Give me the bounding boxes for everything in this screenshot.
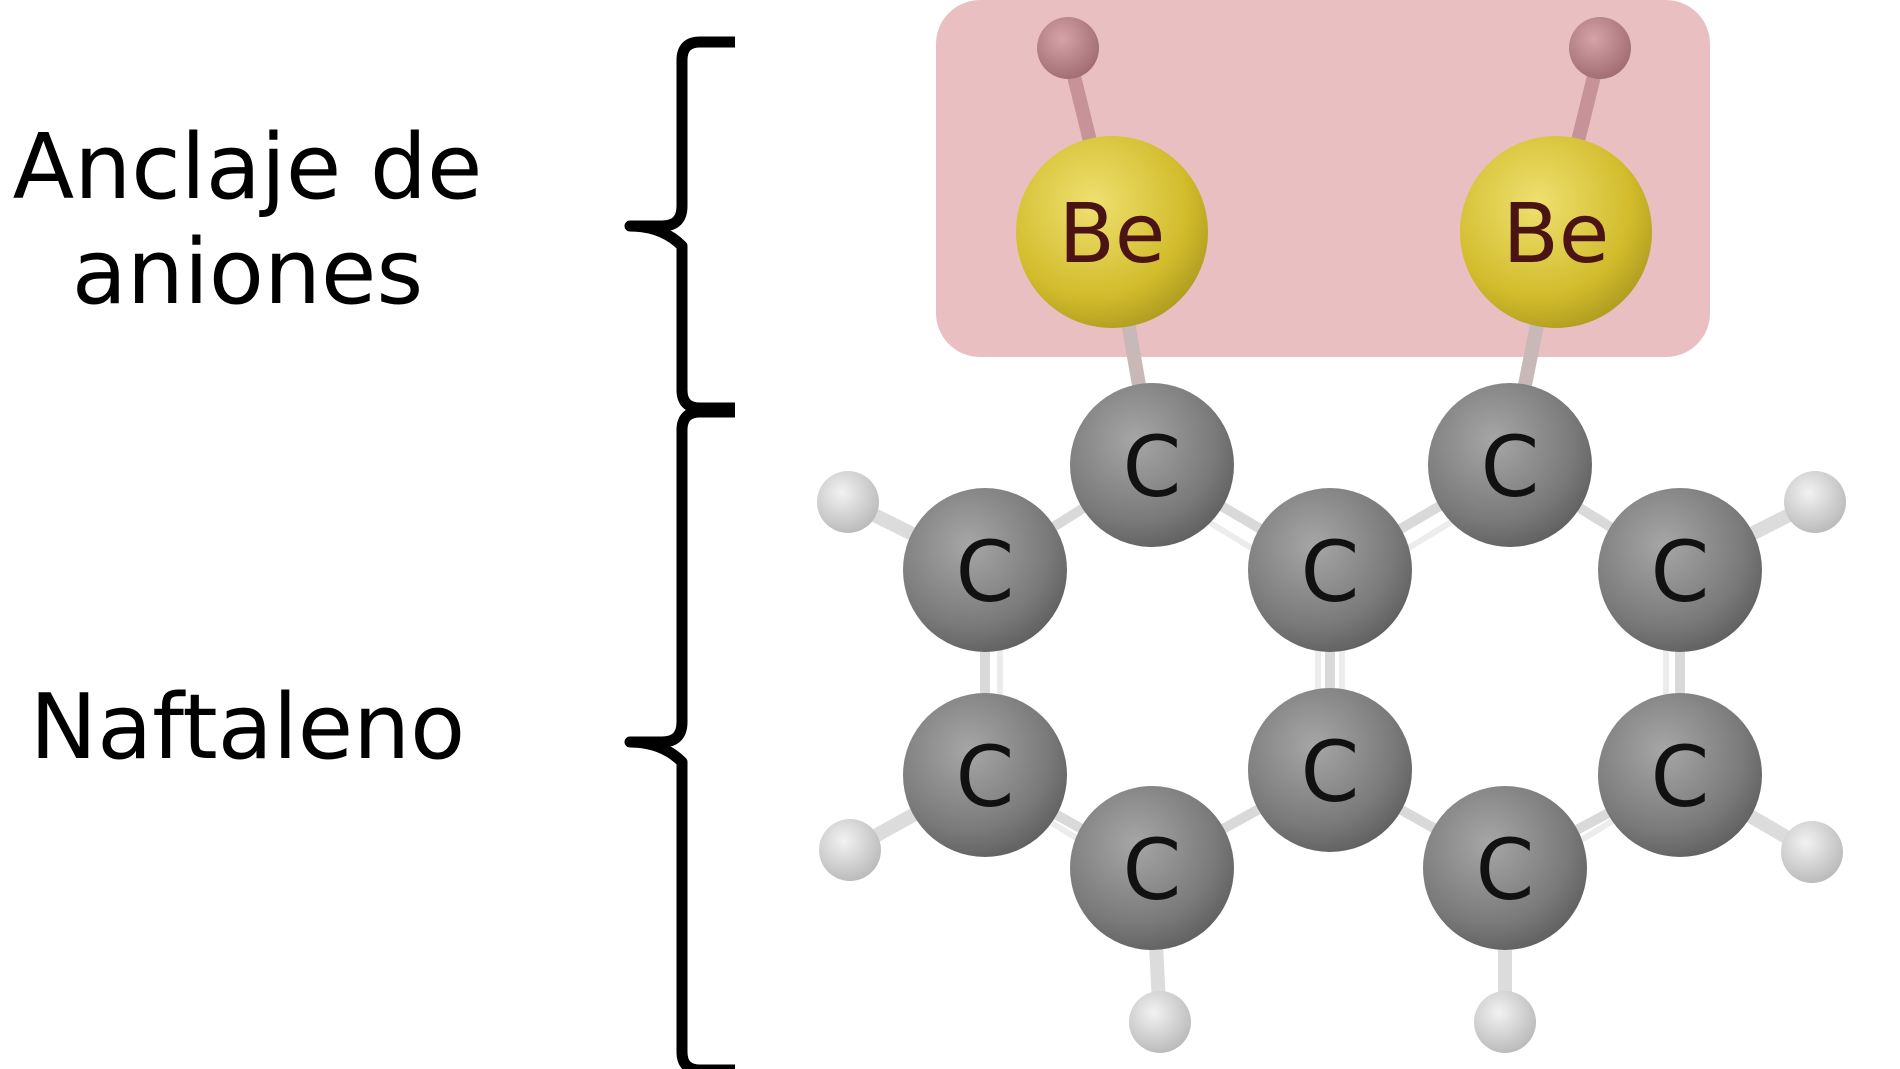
anchor-bracket: [624, 36, 735, 414]
hydrogen-atom: [1037, 17, 1099, 79]
carbon-atom: [1248, 688, 1412, 852]
carbon-label: C: [956, 728, 1015, 826]
hydrogens: [817, 17, 1846, 1053]
carbon-label: C: [1301, 523, 1360, 621]
carbon-label: C: [1651, 728, 1710, 826]
carbon-atoms: C C C C C C C C C C: [903, 383, 1762, 950]
carbon-label: C: [1123, 821, 1182, 919]
carbon-atom: [1598, 488, 1762, 652]
carbon-atom: [1248, 488, 1412, 652]
carbon-label: C: [1123, 418, 1182, 516]
hydrogen-atom: [819, 819, 881, 881]
hydrogen-atom: [1781, 821, 1843, 883]
carbon-atom: [903, 488, 1067, 652]
anion-anchor-label: Anclaje de aniones: [0, 115, 495, 326]
carbon-label: C: [1481, 418, 1540, 516]
anion-anchor-label-line2: aniones: [71, 220, 424, 326]
carbon-atom: [1070, 786, 1234, 950]
hydrogen-atom: [1784, 471, 1846, 533]
carbon-label: C: [956, 523, 1015, 621]
carbon-atom: [1423, 786, 1587, 950]
hydrogen-atom: [817, 471, 879, 533]
carbon-atom: [1428, 383, 1592, 547]
anion-anchor-label-line1: Anclaje de: [12, 115, 483, 220]
carbon-atom: [903, 693, 1067, 857]
beryllium-atoms: Be Be: [1016, 136, 1652, 328]
carbon-label: C: [1301, 723, 1360, 821]
carbon-label: C: [1651, 523, 1710, 621]
naphthalene-label: Naftaleno: [29, 675, 466, 780]
naphthalene-bracket: [624, 406, 735, 1069]
hydrogen-atom: [1569, 17, 1631, 79]
carbon-label: C: [1476, 821, 1535, 919]
beryllium-label-right: Be: [1503, 187, 1610, 282]
beryllium-label-left: Be: [1059, 187, 1166, 282]
hydrogen-atom: [1129, 991, 1191, 1053]
hydrogen-atom: [1474, 991, 1536, 1053]
carbon-atom: [1598, 693, 1762, 857]
beryllium-atom-right: [1460, 136, 1652, 328]
beryllium-atom-left: [1016, 136, 1208, 328]
carbon-atom: [1070, 383, 1234, 547]
